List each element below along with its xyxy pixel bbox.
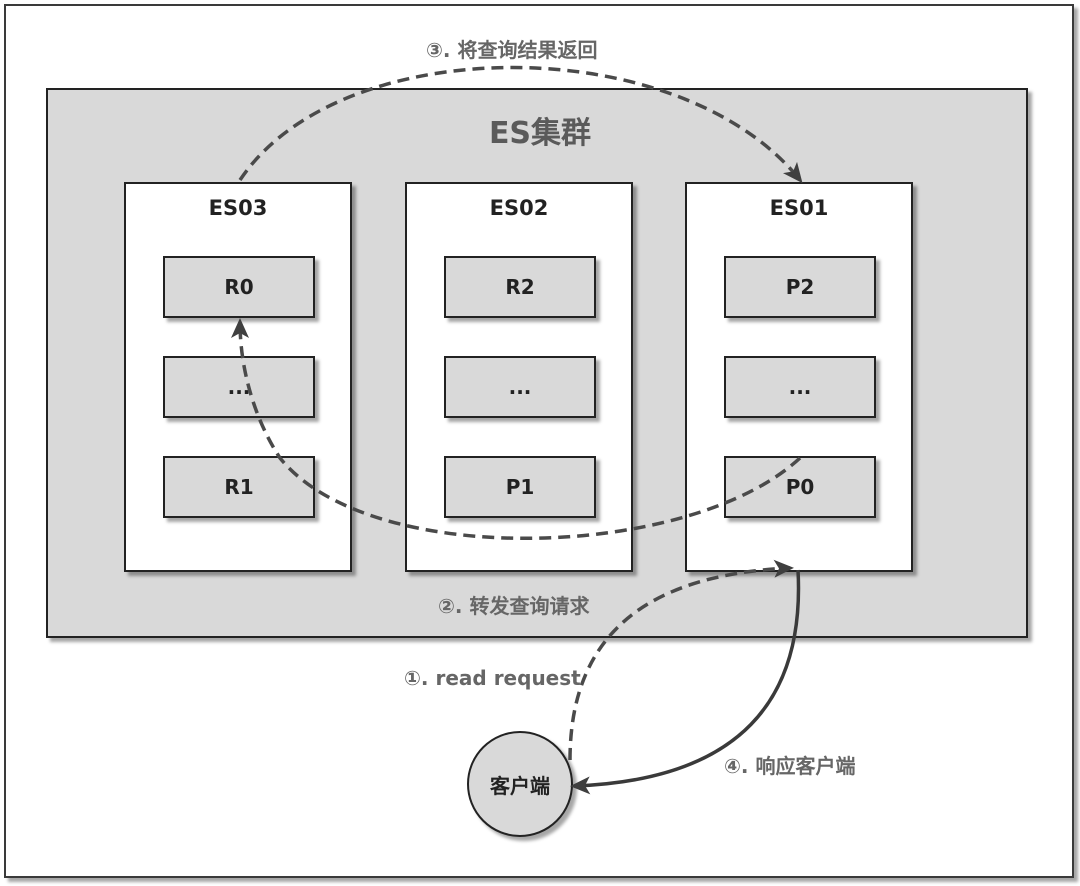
shard-es03-2: ...: [163, 356, 315, 418]
shard-es01-2: ...: [724, 356, 876, 418]
arrow-step1: [568, 559, 794, 761]
node-es02-title: ES02: [489, 196, 549, 220]
client-node: 客户端: [467, 731, 573, 837]
label-step4: ④. 响应客户端: [724, 754, 856, 778]
arrow-step2: [231, 318, 802, 541]
label-step3: ③. 将查询结果返回: [426, 38, 598, 62]
shard-es02-2: ...: [444, 356, 596, 418]
shard-es02-3: P1: [444, 456, 596, 518]
arrow-step3: [238, 65, 803, 184]
label-step1: ①. read request: [404, 666, 581, 690]
label-step2: ②. 转发查询请求: [438, 594, 590, 618]
shard-es03-3: R1: [163, 456, 315, 518]
arrow-step4: [570, 569, 801, 795]
shard-es02-1: R2: [444, 256, 596, 318]
shard-es01-1: P2: [724, 256, 876, 318]
shard-es01-3: P0: [724, 456, 876, 518]
node-es03-title: ES03: [208, 196, 268, 220]
cluster-title: ES集群: [488, 116, 592, 151]
node-es01-title: ES01: [769, 196, 829, 220]
shard-es03-1: R0: [163, 256, 315, 318]
